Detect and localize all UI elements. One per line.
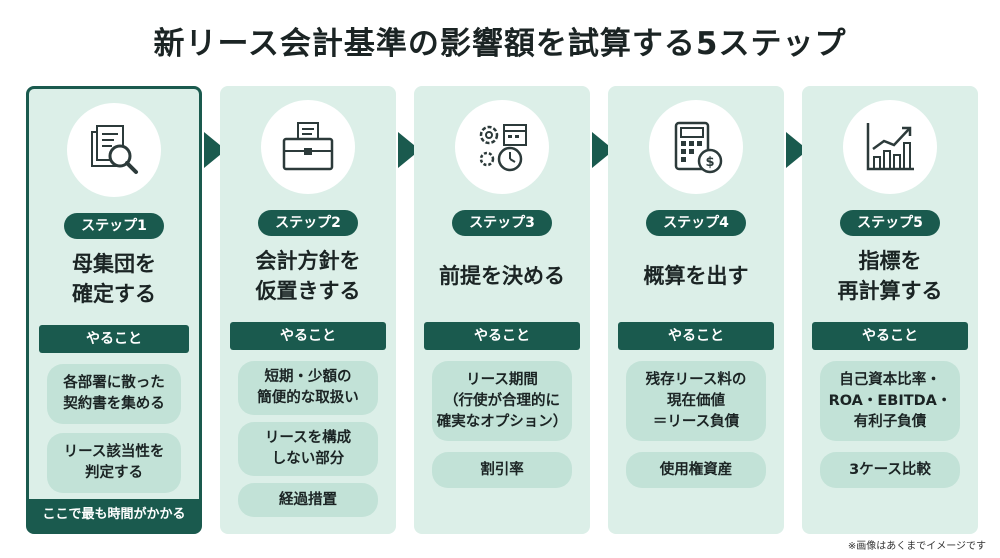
step-card-3: ステップ3 前提を決める やること リース期間 （行使が合理的に 確実なオプショ… [414, 86, 590, 534]
step-badge: ステップ2 [258, 210, 358, 236]
toolbox-icon [282, 122, 334, 171]
todo-header: やること [812, 322, 968, 350]
task-item: 自己資本比率・ ROA・EBITDA・ 有利子負債 [820, 361, 960, 441]
step-title: 母集団を 確定する [29, 247, 199, 311]
task-line: リース期間 [466, 371, 538, 388]
document-magnifier-icon [91, 125, 138, 174]
task-line: 経過措置 [279, 491, 337, 508]
task-line: リース該当性を [63, 444, 165, 460]
calculator-coin-icon: $ [674, 121, 723, 174]
icon-circle [455, 100, 549, 194]
step-title: 概算を出す [608, 244, 784, 308]
todo-header: やること [618, 322, 774, 350]
task-line: 3ケース比較 [849, 461, 931, 478]
task-line: 確実なオプション） [436, 413, 568, 430]
todo-header: やること [230, 322, 386, 350]
task-line: 割引率 [480, 461, 524, 478]
step-badge: ステップ1 [64, 213, 164, 239]
step-title-line: 会計方針を [255, 249, 361, 273]
task-item: 残存リース料の 現在価値 ＝リース負債 [626, 361, 766, 441]
task-item: リース期間 （行使が合理的に 確実なオプション） [432, 361, 572, 441]
step-title: 会計方針を 仮置きする [220, 244, 396, 308]
task-line: 自己資本比率・ [839, 371, 941, 388]
task-line: 使用権資産 [659, 461, 733, 478]
icon-circle: $ [649, 100, 743, 194]
task-line: 契約書を集める [63, 396, 165, 412]
step-title-line: 仮置きする [255, 279, 361, 303]
step-title-line: 再計算する [837, 279, 943, 303]
gears-calendar-clock-icon [479, 124, 527, 172]
task-line: しない部分 [271, 451, 345, 467]
task-item: 割引率 [432, 452, 572, 488]
icon-circle [261, 100, 355, 194]
todo-header: やること [424, 322, 580, 350]
todo-header: やること [39, 325, 189, 353]
task-line: 簡便的な取扱い [257, 390, 359, 406]
step-title-line: 確定する [72, 282, 156, 306]
step-card-1: ステップ1 母集団を 確定する やること 各部署に散った 契約書を集める リース… [26, 86, 202, 534]
step-title-line: 指標を [858, 249, 922, 273]
time-note: ここで最も時間がかかる [29, 499, 199, 531]
task-line: 判定する [85, 465, 143, 481]
svg-text:$: $ [705, 155, 714, 170]
step-badge: ステップ3 [452, 210, 552, 236]
step-badge: ステップ4 [646, 210, 746, 236]
task-line: ＝リース負債 [652, 413, 740, 430]
task-item: 使用権資産 [626, 452, 766, 488]
task-line: ROA・EBITDA・ [828, 392, 952, 409]
task-line: 各部署に散った [63, 375, 165, 391]
task-item: 各部署に散った 契約書を集める [47, 364, 181, 424]
growth-chart-icon [866, 123, 914, 171]
icon-circle [843, 100, 937, 194]
step-title: 前提を決める [414, 244, 590, 308]
task-item: 短期・少額の 簡便的な取扱い [238, 361, 378, 415]
step-title-line: 前提を決める [439, 264, 565, 288]
page-title: 新リース会計基準の影響額を試算する5ステップ [153, 26, 847, 62]
step-title-line: 母集団を [72, 252, 156, 276]
step-title: 指標を 再計算する [802, 244, 978, 308]
footnote: ※画像はあくまでイメージです [847, 541, 986, 552]
task-line: 残存リース料の [645, 371, 747, 388]
task-item: リースを構成 しない部分 [238, 422, 378, 476]
task-item: 経過措置 [238, 483, 378, 517]
task-line: 短期・少額の [264, 369, 352, 385]
task-line: 有利子負債 [853, 413, 927, 430]
task-item: リース該当性を 判定する [47, 433, 181, 493]
icon-circle [67, 103, 161, 197]
step-card-5: ステップ5 指標を 再計算する やること 自己資本比率・ ROA・EBITDA・… [802, 86, 978, 534]
step-card-2: ステップ2 会計方針を 仮置きする やること 短期・少額の 簡便的な取扱い リー… [220, 86, 396, 534]
task-line: 現在価値 [667, 392, 725, 409]
step-card-4: $ ステップ4 概算を出す やること 残存リース料の 現在価値 ＝リース負債 使… [608, 86, 784, 534]
task-line: （行使が合理的に [444, 392, 560, 409]
step-title-line: 概算を出す [643, 264, 749, 288]
task-item: 3ケース比較 [820, 452, 960, 488]
task-line: リースを構成 [264, 430, 352, 446]
step-badge: ステップ5 [840, 210, 940, 236]
